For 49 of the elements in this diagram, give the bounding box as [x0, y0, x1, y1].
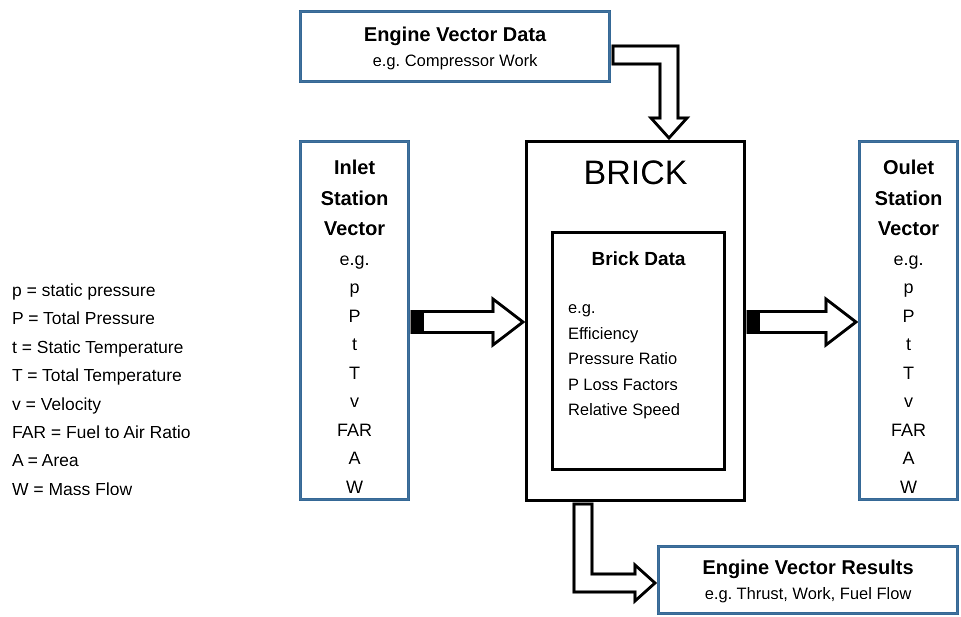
data-box [551, 231, 726, 471]
box-text: e.g. [339, 248, 370, 271]
component-box [525, 140, 746, 502]
box-heading: Engine Vector Data [364, 22, 546, 48]
box-text: P [902, 304, 914, 328]
legend-text: A = Area [12, 450, 79, 472]
box-text: e.g. [893, 248, 924, 271]
legend-text: FAR = Fuel to Air Ratio [12, 422, 190, 443]
box-text: t [352, 333, 357, 356]
box-text: p [349, 276, 360, 299]
box-text: P [348, 304, 360, 328]
box-text: v [350, 390, 359, 413]
box-text: T [349, 362, 360, 384]
box-text: W [900, 476, 917, 498]
vector-box [657, 545, 959, 615]
legend-text: T = Total Temperature [12, 365, 182, 386]
box-text: v [904, 390, 913, 413]
box-text: Pressure Ratio [568, 349, 678, 370]
box-text: W [346, 476, 363, 498]
box-heading: Oulet Station Vector [874, 156, 944, 242]
legend-text: t = Static Temperature [12, 336, 184, 358]
box-text: t [906, 333, 911, 356]
box-text: p [903, 276, 914, 299]
legend-text: p = static pressure [12, 280, 156, 301]
legend-text: v = Velocity [12, 394, 102, 415]
block-arrow [410, 296, 526, 348]
legend-text: P = Total Pressure [12, 308, 155, 330]
vector-box [858, 140, 959, 501]
box-text: Relative Speed [568, 400, 680, 421]
block-arrow [572, 502, 658, 604]
box-text: A [902, 447, 914, 470]
box-text: Efficiency [568, 324, 638, 344]
legend-text: W = Mass Flow [12, 478, 132, 500]
box-text: FAR [336, 418, 372, 442]
block-arrow [612, 44, 690, 140]
box-heading: Inlet Station Vector [320, 156, 390, 242]
box-text: FAR [890, 418, 926, 442]
box-text: A [348, 447, 360, 470]
box-title: BRICK [584, 153, 688, 193]
vector-box [299, 10, 611, 83]
block-arrow [746, 296, 858, 348]
box-heading: Brick Data [592, 248, 686, 272]
box-text: e.g. Compressor Work [372, 50, 538, 72]
box-text: T [903, 362, 914, 384]
box-heading: Engine Vector Results [702, 556, 914, 581]
box-text: e.g. [568, 298, 596, 319]
box-text: e.g. Thrust, Work, Fuel Flow [704, 584, 912, 605]
vector-box [299, 140, 410, 501]
box-text: P Loss Factors [568, 374, 678, 396]
